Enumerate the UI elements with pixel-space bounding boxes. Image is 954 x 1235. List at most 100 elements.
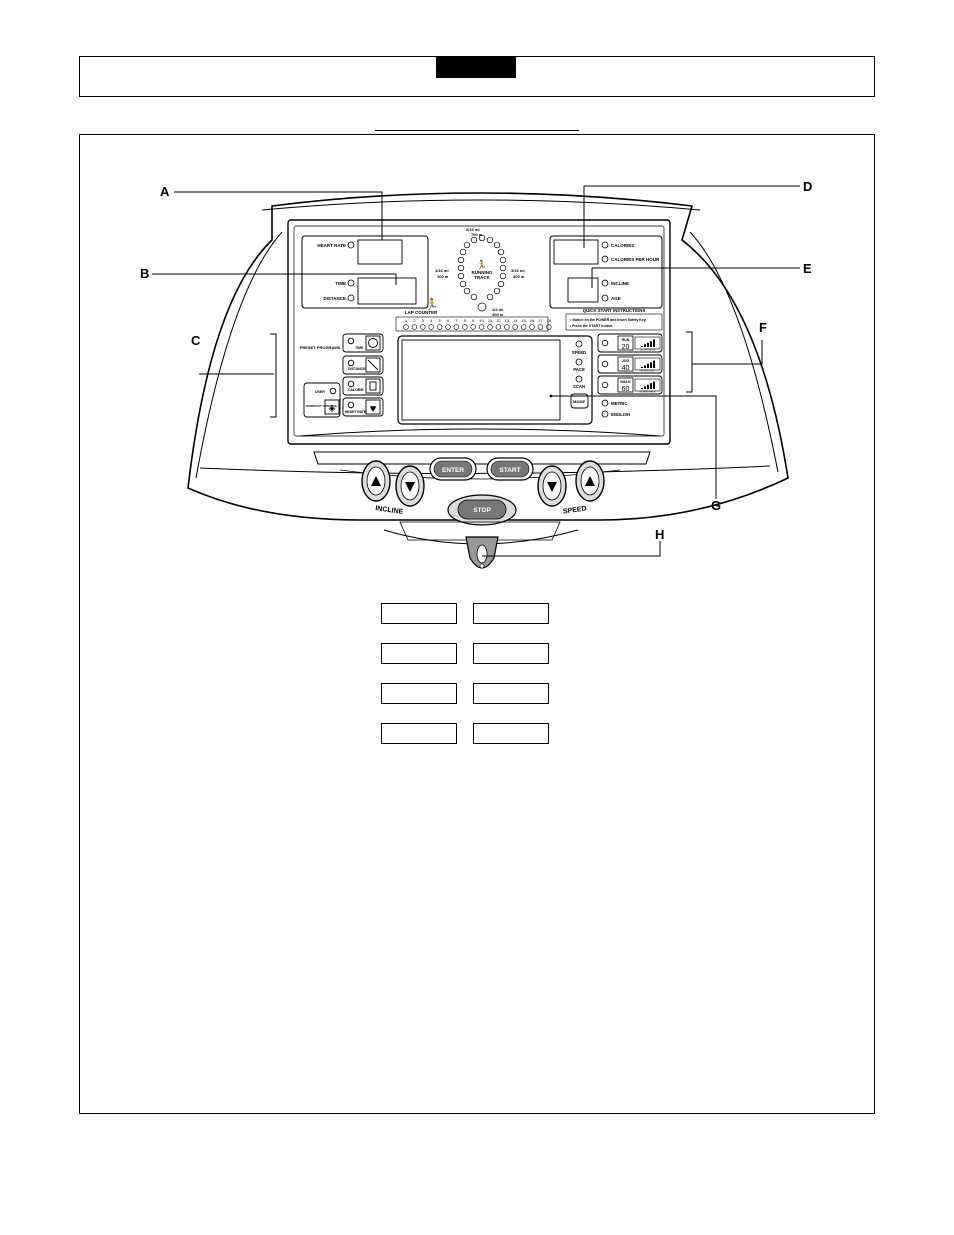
lap-number: 11 bbox=[488, 318, 493, 323]
quick-program-word: JOG bbox=[622, 359, 630, 363]
quick-program-button[interactable] bbox=[597, 333, 663, 353]
lap-light bbox=[487, 324, 493, 330]
lap-light bbox=[445, 324, 451, 330]
legend-box bbox=[473, 643, 549, 664]
lap-light bbox=[546, 324, 552, 330]
quick-program-number: 40 bbox=[622, 365, 630, 372]
callout-b: B bbox=[140, 266, 150, 281]
track-label-right: 3/16 mi bbox=[511, 268, 525, 273]
lap-number: 16 bbox=[530, 318, 535, 323]
track-label-left-m: 100 m bbox=[437, 274, 449, 279]
incline-up-button bbox=[361, 460, 391, 502]
heart-rate-label: HEART RATE bbox=[317, 243, 346, 248]
lap-light bbox=[436, 324, 443, 330]
lap-number: 10 bbox=[479, 318, 484, 323]
callout-c: C bbox=[191, 333, 201, 348]
start-button bbox=[486, 457, 534, 481]
track-title: RUNNING bbox=[472, 270, 493, 275]
quick-program-button[interactable] bbox=[597, 354, 663, 374]
speed-mode-label: SPEED bbox=[572, 350, 587, 355]
heart-rate-window bbox=[357, 239, 403, 265]
program-user-label: USER bbox=[315, 390, 325, 394]
lap-light bbox=[411, 324, 418, 330]
title-underline bbox=[375, 130, 579, 131]
incline-age-window bbox=[567, 277, 599, 303]
callout-a: A bbox=[160, 184, 170, 199]
profile-bar bbox=[644, 344, 646, 347]
running-track bbox=[457, 234, 507, 312]
lap-number: 8 bbox=[464, 318, 467, 323]
safety-key-icon bbox=[465, 536, 499, 569]
track-label-bottom-m: 400 m bbox=[492, 312, 504, 317]
quick-program-badge bbox=[617, 356, 634, 372]
lap-light bbox=[537, 324, 544, 330]
workout-control-icon: ◈ bbox=[329, 403, 336, 413]
heart-icon: ♥ bbox=[370, 403, 377, 415]
quick-program-light bbox=[601, 360, 609, 368]
lap-number: 6 bbox=[447, 318, 450, 323]
legend-box bbox=[473, 683, 549, 704]
enter-button-label: ENTER bbox=[442, 467, 464, 474]
mode-button-label: MODE bbox=[573, 399, 585, 404]
lap-number: 18 bbox=[547, 318, 552, 323]
runner-icon: 🏃 bbox=[476, 259, 487, 270]
callout-e: E bbox=[803, 261, 812, 276]
profile-bar bbox=[650, 362, 652, 368]
lap-number: 17 bbox=[538, 318, 543, 323]
quick-start-line2: • Press the START button. bbox=[570, 324, 613, 328]
lap-number: 1 bbox=[405, 318, 408, 323]
lap-number: 3 bbox=[422, 318, 425, 323]
program-workout-label: WORKOUT CONTROL bbox=[306, 404, 338, 408]
legend-box bbox=[381, 723, 457, 744]
lap-light bbox=[420, 324, 426, 330]
lap-number: 12 bbox=[496, 318, 501, 323]
time-distance-window bbox=[357, 277, 417, 305]
track-label-left: 1/16 mi bbox=[435, 268, 449, 273]
quick-program-number: 60 bbox=[622, 386, 630, 393]
quick-start-line1: • Switch on the POWER and Insert Safety … bbox=[570, 318, 646, 322]
quick-program-button[interactable] bbox=[597, 375, 663, 395]
lap-light bbox=[428, 324, 434, 330]
lap-counter-title: LAP COUNTER bbox=[405, 310, 438, 315]
mode-button bbox=[570, 393, 589, 409]
lap-light bbox=[512, 324, 518, 330]
stop-button-label: STOP bbox=[473, 507, 491, 514]
legend-box bbox=[381, 643, 457, 664]
program-calorie-label: CALORIE bbox=[348, 388, 364, 392]
scan-mode-label: SCAN bbox=[573, 384, 585, 389]
quick-program-word: RUN bbox=[622, 338, 630, 342]
profile-bar bbox=[644, 365, 646, 368]
start-button-label: START bbox=[499, 467, 520, 474]
header-tab bbox=[436, 56, 516, 78]
profile-bar bbox=[653, 339, 655, 347]
callout-f: F bbox=[759, 320, 767, 335]
legend-box bbox=[381, 603, 457, 624]
track-title-2: TRACK bbox=[474, 275, 490, 280]
calories-per-hour-label: CALORIES PER HOUR bbox=[611, 257, 660, 262]
legend-box bbox=[473, 603, 549, 624]
legend-box bbox=[381, 683, 457, 704]
lap-number: 4 bbox=[430, 318, 433, 323]
profile-bar bbox=[650, 383, 652, 389]
program-heart-rate-label: HEART RATE bbox=[345, 410, 367, 414]
lap-number: 9 bbox=[472, 318, 475, 323]
program-time-label: TIME bbox=[355, 346, 364, 350]
incline-down-button bbox=[395, 465, 425, 507]
incline-caption: INCLINE bbox=[375, 505, 404, 516]
profile-bar bbox=[647, 384, 649, 389]
profile-bar bbox=[653, 360, 655, 368]
quick-program-light bbox=[601, 381, 609, 389]
profile-bar bbox=[650, 341, 652, 347]
track-label-top: 2/16 mi bbox=[466, 227, 480, 232]
pace-mode-label: PACE bbox=[573, 367, 585, 372]
profile-bar bbox=[647, 342, 649, 347]
distance-label: DISTANCE bbox=[323, 296, 346, 301]
lap-number: 15 bbox=[521, 318, 526, 323]
lap-number: 2 bbox=[413, 318, 416, 323]
callout-d: D bbox=[803, 179, 813, 194]
lap-light bbox=[529, 324, 535, 330]
profile-bar bbox=[644, 386, 646, 389]
track-label-bottom: 1/4 mi bbox=[492, 307, 503, 312]
